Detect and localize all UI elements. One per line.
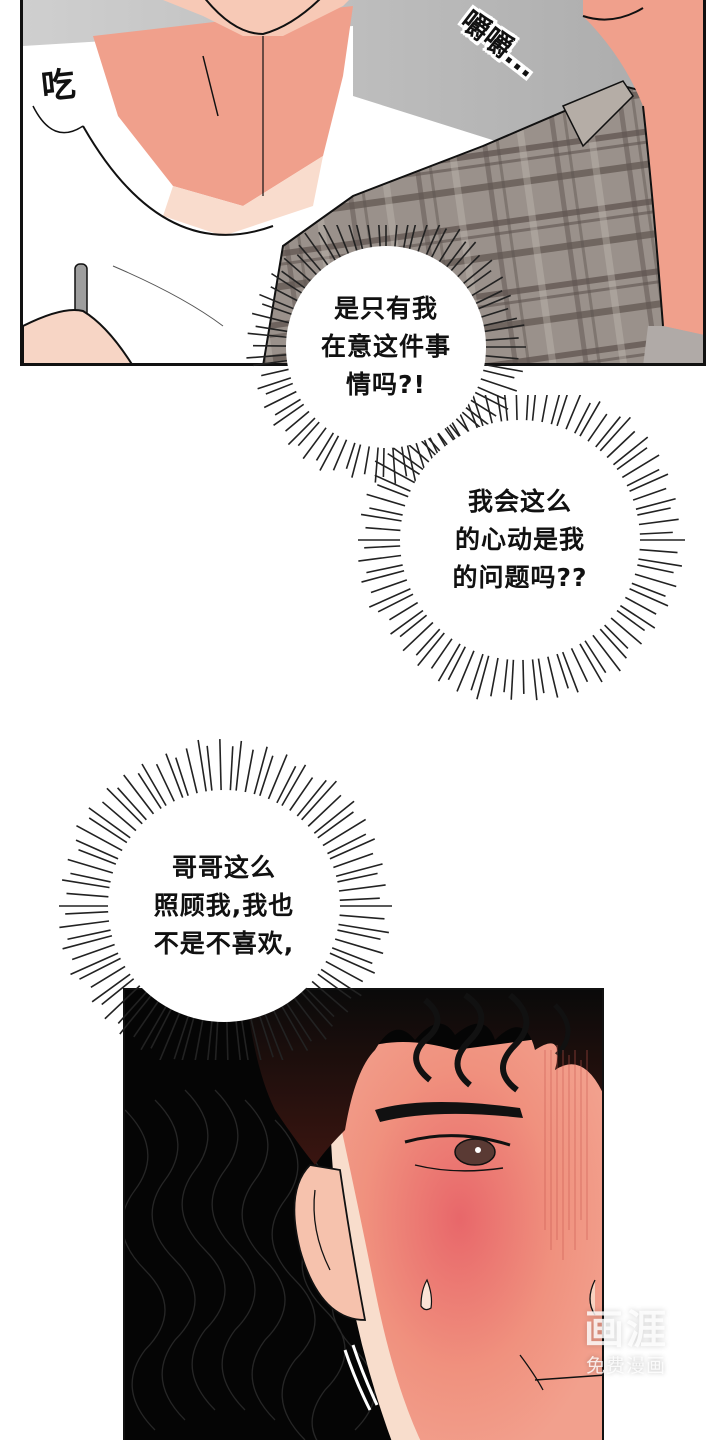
burst-lines-3 bbox=[59, 739, 392, 1060]
watermark: 画涯 免费漫画 bbox=[566, 1306, 686, 1378]
speech-bubble-1: 是只有我 在意这件事 情吗?! bbox=[286, 246, 486, 448]
watermark-logo: 画涯 bbox=[584, 1307, 668, 1353]
speech-bubble-3-text: 哥哥这么 照顾我,我也 不是不喜欢, bbox=[153, 853, 295, 958]
burst-lines-2 bbox=[358, 395, 685, 701]
panel-bottom-artwork bbox=[125, 990, 602, 1440]
panel-top-artwork bbox=[23, 0, 703, 363]
panel-bottom bbox=[123, 988, 604, 1440]
speech-bubble-2-text: 我会这么 的心动是我 的问题吗?? bbox=[452, 487, 588, 592]
speech-bubble-3: 哥哥这么 照顾我,我也 不是不喜欢, bbox=[108, 790, 340, 1022]
sfx-eat: 吃 bbox=[39, 64, 78, 108]
speech-bubble-1-text: 是只有我 在意这件事 情吗?! bbox=[320, 294, 451, 399]
speech-bubble-2: 我会这么 的心动是我 的问题吗?? bbox=[400, 420, 640, 660]
panel-top: 吃 嚼嚼... bbox=[20, 0, 706, 366]
watermark-subtitle: 免费漫画 bbox=[585, 1355, 666, 1377]
burst-lines-1 bbox=[246, 225, 526, 484]
